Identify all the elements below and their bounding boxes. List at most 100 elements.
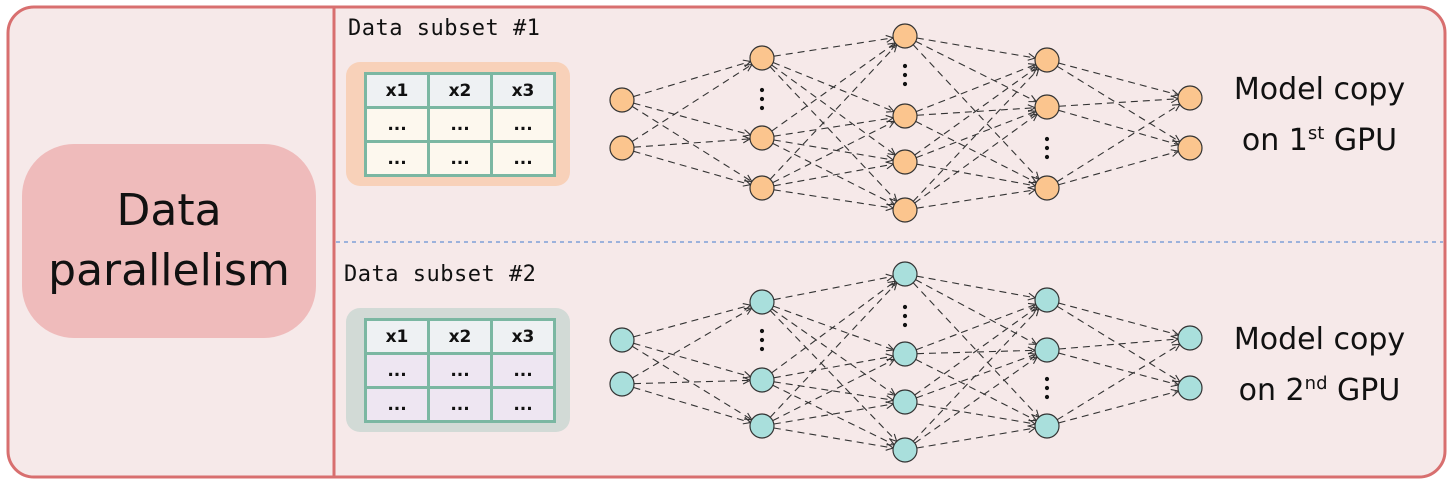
network-node — [1177, 375, 1203, 401]
ellipsis-dots — [902, 304, 908, 328]
network-edge — [772, 121, 893, 184]
network-edge — [771, 281, 895, 374]
table-row: ... ... ... — [364, 106, 556, 143]
network-node — [1177, 325, 1203, 351]
network-node — [609, 87, 635, 113]
network-edge — [914, 114, 1036, 204]
network-edge — [769, 283, 896, 418]
ellipsis-dot — [759, 87, 765, 93]
network-edge — [1058, 151, 1177, 186]
network-edge — [915, 358, 1035, 421]
network-node — [892, 389, 918, 415]
network-edge — [1058, 302, 1177, 335]
network-node — [1034, 47, 1060, 73]
networks-layer — [609, 23, 1203, 463]
network-edge — [773, 381, 892, 401]
network-edge — [771, 64, 895, 155]
network-edge — [773, 276, 892, 301]
model-caption-1: Model copy on 1st GPU — [1212, 68, 1427, 163]
network-edge — [773, 427, 892, 449]
network-node — [609, 371, 635, 397]
network-edge — [916, 403, 1034, 425]
data-table-1: x1 x2 x3 ... ... ... ... ... ... — [364, 72, 556, 177]
ellipsis-dot — [759, 96, 765, 102]
network-edge — [916, 163, 1034, 187]
table-cell: ... — [427, 106, 493, 143]
data-parallelism-title-box: Data parallelism — [22, 144, 316, 338]
ellipsis-dots — [902, 63, 908, 87]
network-edge — [1058, 62, 1177, 95]
network-node — [892, 23, 918, 49]
ellipsis-dot — [1044, 385, 1050, 391]
subset-title-1: Data subset #1 — [348, 16, 541, 41]
network-edge — [916, 275, 1034, 299]
header-cell: x1 — [364, 318, 430, 355]
network-edge — [915, 120, 1035, 183]
network-edge — [769, 310, 896, 441]
network-edge — [912, 44, 1038, 179]
network-edge — [773, 139, 892, 161]
network-edge — [915, 40, 1035, 102]
network-edge — [916, 427, 1034, 449]
neural-network-1 — [609, 23, 1203, 223]
ellipsis-dot — [1044, 136, 1050, 142]
network-node — [1034, 337, 1060, 363]
network-edge — [914, 67, 1036, 156]
network-edge — [773, 117, 892, 137]
network-edge — [633, 102, 749, 135]
table-cell: ... — [427, 140, 493, 177]
network-node — [892, 149, 918, 175]
network-edge — [773, 37, 892, 57]
table-header-row: x1 x2 x3 — [364, 72, 556, 109]
network-node — [892, 437, 918, 463]
network-edge — [1058, 352, 1177, 385]
network-edge — [916, 304, 1035, 351]
title-line-2: parallelism — [48, 245, 290, 296]
network-edge — [772, 359, 893, 422]
network-edge — [1058, 338, 1177, 350]
table-row: ... ... ... — [364, 386, 556, 423]
network-edge — [912, 69, 1038, 202]
network-edge — [772, 142, 893, 205]
model-caption-2: Model copy on 2nd GPU — [1212, 318, 1427, 413]
network-node — [1034, 413, 1060, 439]
table-cell: ... — [364, 386, 430, 423]
network-edge — [773, 163, 892, 187]
network-node — [1177, 135, 1203, 161]
subset-title-2: Data subset #2 — [344, 262, 537, 287]
table-row: ... ... ... — [364, 140, 556, 177]
ellipsis-dot — [759, 346, 765, 352]
ellipsis-dot — [759, 337, 765, 343]
ellipsis-dot — [1044, 145, 1050, 151]
network-edge — [633, 305, 749, 338]
ellipsis-dot — [902, 304, 908, 310]
ellipsis-dots — [1044, 376, 1050, 400]
network-edge — [633, 150, 749, 185]
table-header-row: x1 x2 x3 — [364, 318, 556, 355]
network-edge — [773, 355, 892, 379]
network-node — [749, 175, 775, 201]
table-cell: ... — [364, 352, 430, 389]
table-cell: ... — [490, 386, 556, 423]
caption-line-2: on 1st GPU — [1241, 123, 1398, 158]
ellipsis-dot — [759, 328, 765, 334]
network-edge — [916, 37, 1034, 59]
network-edge — [633, 61, 749, 98]
table-cell: ... — [427, 386, 493, 423]
ellipsis-dot — [902, 72, 908, 78]
network-edge — [1058, 98, 1177, 107]
network-edge — [773, 189, 892, 209]
network-edge — [632, 308, 751, 379]
title-line-1: Data — [116, 185, 222, 236]
table-cell: ... — [364, 106, 430, 143]
network-edge — [633, 342, 749, 377]
network-edge — [771, 43, 894, 132]
data-table-2: x1 x2 x3 ... ... ... ... ... ... — [364, 318, 556, 423]
network-node — [749, 413, 775, 439]
ellipsis-dot — [902, 322, 908, 328]
network-edge — [915, 279, 1035, 344]
ellipsis-dot — [1044, 154, 1050, 160]
table-cell: ... — [427, 352, 493, 389]
network-edge — [916, 189, 1034, 209]
caption-line-2: on 2nd GPU — [1238, 373, 1401, 408]
